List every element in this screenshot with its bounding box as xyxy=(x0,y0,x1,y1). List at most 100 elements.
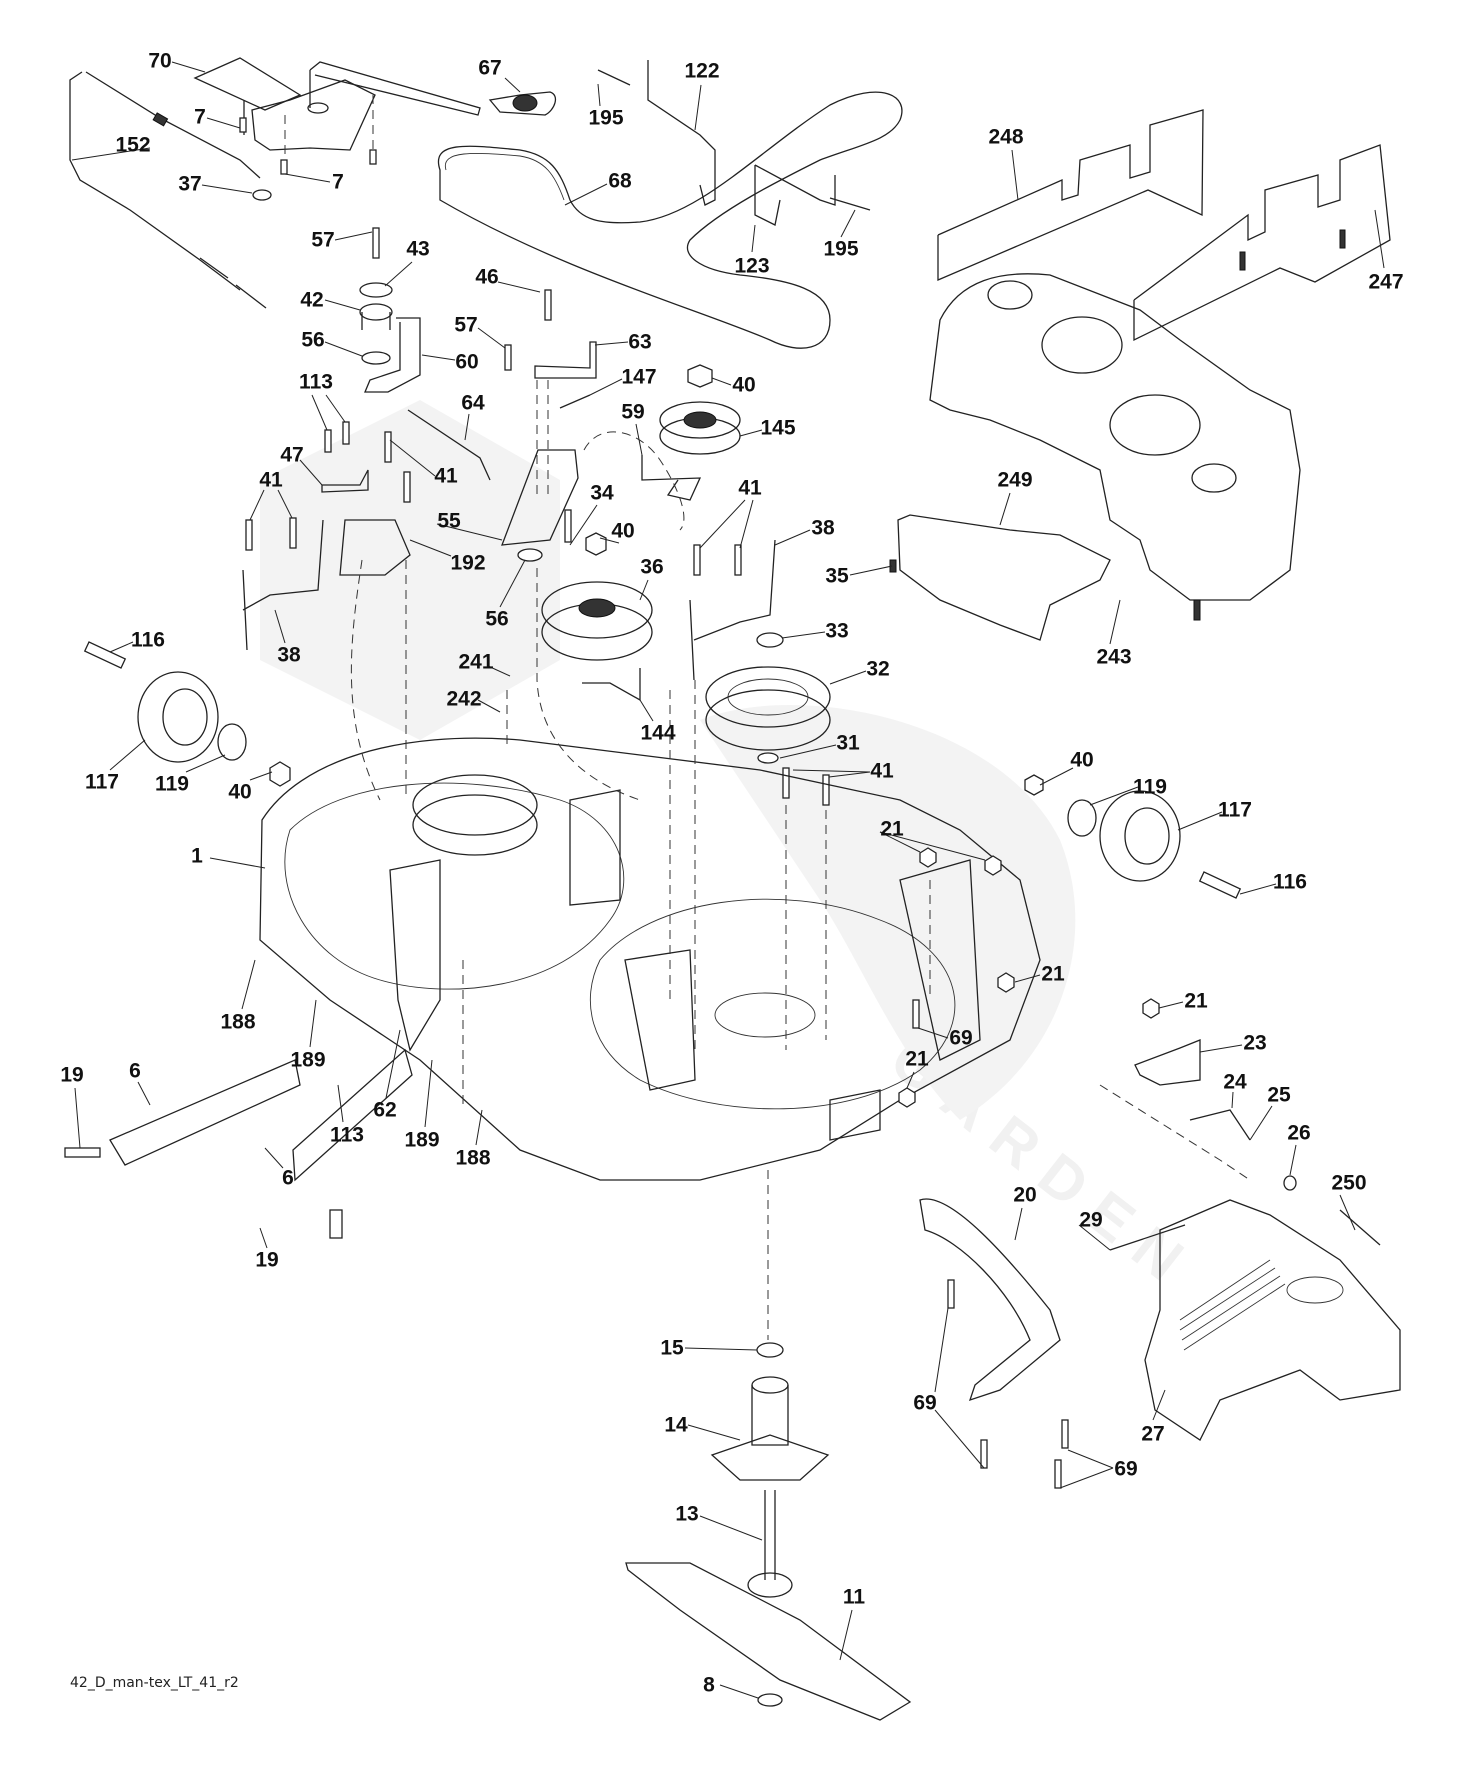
part-label-31[interactable]: 31 xyxy=(836,731,860,755)
part-label-19[interactable]: 19 xyxy=(255,1248,279,1272)
part-label-248[interactable]: 248 xyxy=(988,125,1024,149)
part-label-13[interactable]: 13 xyxy=(675,1502,699,1526)
part-label-33[interactable]: 33 xyxy=(825,619,849,643)
part-label-152[interactable]: 152 xyxy=(115,133,151,157)
part-label-29[interactable]: 29 xyxy=(1079,1208,1103,1232)
part-label-36[interactable]: 36 xyxy=(640,555,664,579)
part-label-116[interactable]: 116 xyxy=(131,628,165,652)
part-label-20[interactable]: 20 xyxy=(1013,1183,1037,1207)
control-cable xyxy=(69,71,267,309)
part-label-69[interactable]: 69 xyxy=(913,1391,937,1415)
part-label-41[interactable]: 41 xyxy=(738,476,762,500)
part-label-243[interactable]: 243 xyxy=(1096,645,1132,669)
part-label-40[interactable]: 40 xyxy=(1070,748,1094,772)
part-label-249[interactable]: 249 xyxy=(997,468,1033,492)
part-label-43[interactable]: 43 xyxy=(406,237,430,261)
part-label-113[interactable]: 113 xyxy=(330,1123,364,1147)
baffle-plates xyxy=(937,109,1391,342)
part-label-35[interactable]: 35 xyxy=(825,564,849,588)
part-label-32[interactable]: 32 xyxy=(866,657,890,681)
part-label-40[interactable]: 40 xyxy=(611,519,635,543)
part-label-247[interactable]: 247 xyxy=(1368,270,1404,294)
lift-lever-bracket xyxy=(193,57,481,201)
part-label-23[interactable]: 23 xyxy=(1243,1031,1267,1055)
lever-knob xyxy=(488,91,557,116)
part-label-42[interactable]: 42 xyxy=(300,288,324,312)
part-label-69[interactable]: 69 xyxy=(949,1026,973,1050)
deck-housing xyxy=(929,273,1301,621)
part-label-14[interactable]: 14 xyxy=(664,1413,688,1437)
part-label-188[interactable]: 188 xyxy=(455,1146,491,1170)
part-label-195[interactable]: 195 xyxy=(588,106,624,130)
part-label-60[interactable]: 60 xyxy=(455,350,479,374)
part-label-15[interactable]: 15 xyxy=(660,1336,684,1360)
part-label-192[interactable]: 192 xyxy=(450,551,486,575)
part-label-21[interactable]: 21 xyxy=(905,1047,929,1071)
part-label-46[interactable]: 46 xyxy=(475,265,499,289)
part-label-116[interactable]: 116 xyxy=(1273,870,1307,894)
part-label-189[interactable]: 189 xyxy=(404,1128,440,1152)
part-label-7[interactable]: 7 xyxy=(194,105,206,129)
part-label-27[interactable]: 27 xyxy=(1141,1422,1165,1446)
mower-deck xyxy=(259,737,1041,1181)
part-label-41[interactable]: 41 xyxy=(434,464,458,488)
part-label-56[interactable]: 56 xyxy=(301,328,325,352)
part-label-119[interactable]: 119 xyxy=(155,772,189,796)
part-label-41[interactable]: 41 xyxy=(259,468,283,492)
drive-belt xyxy=(437,91,903,349)
part-label-122[interactable]: 122 xyxy=(684,59,720,83)
part-label-6[interactable]: 6 xyxy=(129,1059,141,1083)
part-label-11[interactable]: 11 xyxy=(842,1585,866,1609)
part-label-6[interactable]: 6 xyxy=(282,1166,294,1190)
part-label-34[interactable]: 34 xyxy=(590,481,614,505)
part-label-117[interactable]: 117 xyxy=(85,770,119,794)
part-label-19[interactable]: 19 xyxy=(60,1063,84,1087)
part-label-68[interactable]: 68 xyxy=(608,169,632,193)
part-label-147[interactable]: 147 xyxy=(621,365,657,389)
part-label-119[interactable]: 119 xyxy=(1133,775,1167,799)
part-label-242[interactable]: 242 xyxy=(446,687,482,711)
part-label-21[interactable]: 21 xyxy=(880,817,904,841)
drawing-id: 42_D_man-tex_LT_41_r2 xyxy=(70,1675,239,1691)
part-label-8[interactable]: 8 xyxy=(703,1673,715,1697)
part-label-69[interactable]: 69 xyxy=(1114,1457,1138,1481)
part-label-63[interactable]: 63 xyxy=(628,330,652,354)
part-label-40[interactable]: 40 xyxy=(732,373,756,397)
part-label-62[interactable]: 62 xyxy=(373,1098,397,1122)
chute-support xyxy=(919,1198,1069,1489)
part-label-47[interactable]: 47 xyxy=(280,443,304,467)
part-label-145[interactable]: 145 xyxy=(760,416,796,440)
part-label-57[interactable]: 57 xyxy=(454,313,478,337)
part-label-21[interactable]: 21 xyxy=(1184,989,1208,1013)
part-label-70[interactable]: 70 xyxy=(148,49,172,73)
part-label-25[interactable]: 25 xyxy=(1267,1083,1291,1107)
chute-bracket-hardware xyxy=(898,847,1251,1141)
part-label-117[interactable]: 117 xyxy=(1218,798,1252,822)
part-label-144[interactable]: 144 xyxy=(640,721,676,745)
part-label-123[interactable]: 123 xyxy=(734,254,770,278)
part-label-67[interactable]: 67 xyxy=(478,56,502,80)
part-label-188[interactable]: 188 xyxy=(220,1010,256,1034)
part-label-57[interactable]: 57 xyxy=(311,228,335,252)
part-label-55[interactable]: 55 xyxy=(437,509,461,533)
part-label-241[interactable]: 241 xyxy=(458,650,494,674)
part-label-7[interactable]: 7 xyxy=(332,170,344,194)
part-label-1[interactable]: 1 xyxy=(191,844,203,868)
part-label-21[interactable]: 21 xyxy=(1041,962,1065,986)
part-label-24[interactable]: 24 xyxy=(1223,1070,1247,1094)
part-label-56[interactable]: 56 xyxy=(485,607,509,631)
part-label-59[interactable]: 59 xyxy=(621,400,645,424)
part-label-64[interactable]: 64 xyxy=(461,391,485,415)
idler-arm xyxy=(501,289,685,562)
part-label-26[interactable]: 26 xyxy=(1287,1121,1311,1145)
part-label-113[interactable]: 113 xyxy=(299,370,333,394)
part-label-40[interactable]: 40 xyxy=(228,780,252,804)
part-label-38[interactable]: 38 xyxy=(277,643,301,667)
part-label-189[interactable]: 189 xyxy=(290,1048,326,1072)
part-label-37[interactable]: 37 xyxy=(178,172,202,196)
idler-pulley xyxy=(541,532,653,702)
part-label-38[interactable]: 38 xyxy=(811,516,835,540)
part-label-41[interactable]: 41 xyxy=(870,759,894,783)
part-label-195[interactable]: 195 xyxy=(823,237,859,261)
part-label-250[interactable]: 250 xyxy=(1331,1171,1367,1195)
